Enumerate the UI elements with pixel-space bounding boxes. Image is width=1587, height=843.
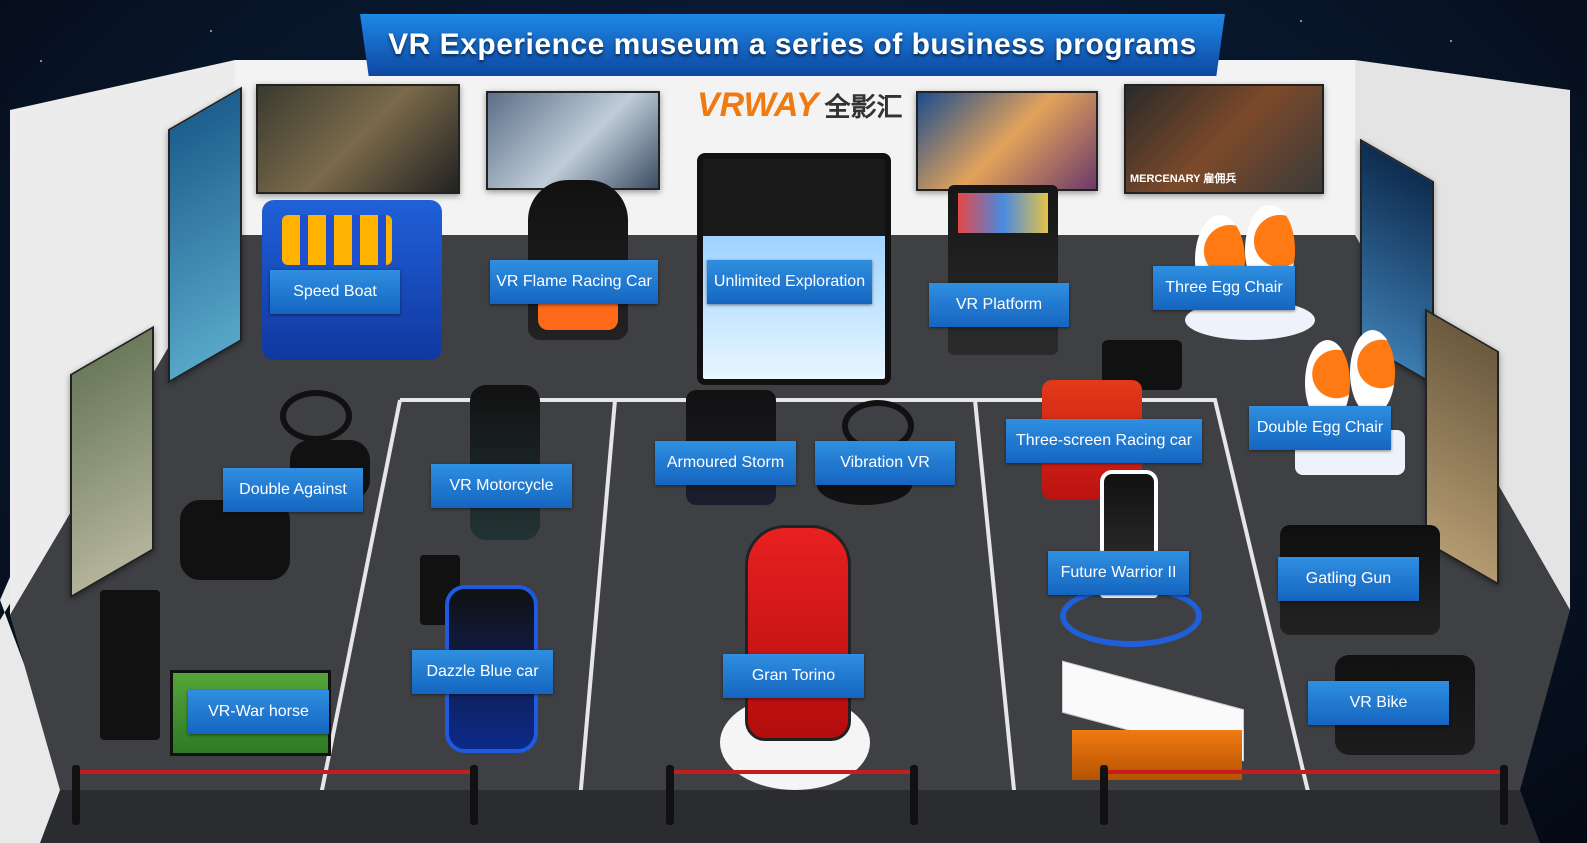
page-title: VR Experience museum a series of busines… [388,28,1197,61]
barrier-post [72,765,80,825]
label-vibration-vr: Vibration VR [815,441,955,485]
barrier-rope [1105,770,1505,774]
gran-torino-machine [720,525,870,790]
label-dazzle-blue-car: Dazzle Blue car [412,650,553,694]
label-vr-platform: VR Platform [929,283,1069,327]
label-speed-boat: Speed Boat [270,270,400,314]
poster-left-1 [168,86,242,384]
star [40,60,42,62]
label-unlimited-exploration: Unlimited Exploration [707,260,872,304]
poster-caption: MERCENARY 雇佣兵 [1130,173,1237,185]
barrier-post [910,765,918,825]
label-vr-motorcycle: VR Motorcycle [431,464,572,508]
label-double-against: Double Against [223,468,363,512]
barrier-rope [78,770,473,774]
title-banner: VR Experience museum a series of busines… [360,14,1225,76]
barrier-post [1500,765,1508,825]
label-vr-bike: VR Bike [1308,681,1449,725]
label-double-egg-chair: Double Egg Chair [1249,406,1391,450]
star [1450,40,1452,42]
war-horse-machine [100,590,331,760]
label-vr-war-horse: VR-War horse [188,690,329,734]
label-gatling-gun: Gatling Gun [1278,557,1419,601]
label-three-egg-chair: Three Egg Chair [1153,266,1295,310]
barrier-post [666,765,674,825]
poster-mercenary: MERCENARY 雇佣兵 [1124,84,1324,194]
double-egg-machine [1295,320,1405,480]
label-vr-flame-racing-car: VR Flame Racing Car [490,260,658,304]
poster-game [916,91,1098,191]
brand-name: VRWAY [697,86,819,124]
label-gran-torino: Gran Torino [723,654,864,698]
poster-car [486,91,660,190]
poster-zombie [256,84,460,194]
label-future-warrior-ii: Future Warrior II [1048,551,1189,595]
barrier-rope [670,770,915,774]
vr-motorcycle-machine [470,385,540,540]
label-three-screen-racing-car: Three-screen Racing car [1006,419,1202,463]
label-armoured-storm: Armoured Storm [655,441,796,485]
brand-cn: 全影汇 [824,92,903,122]
barrier-post [470,765,478,825]
star [210,30,212,32]
barrier-post [1100,765,1108,825]
star [1300,20,1302,22]
vr-platform-machine [948,185,1058,355]
